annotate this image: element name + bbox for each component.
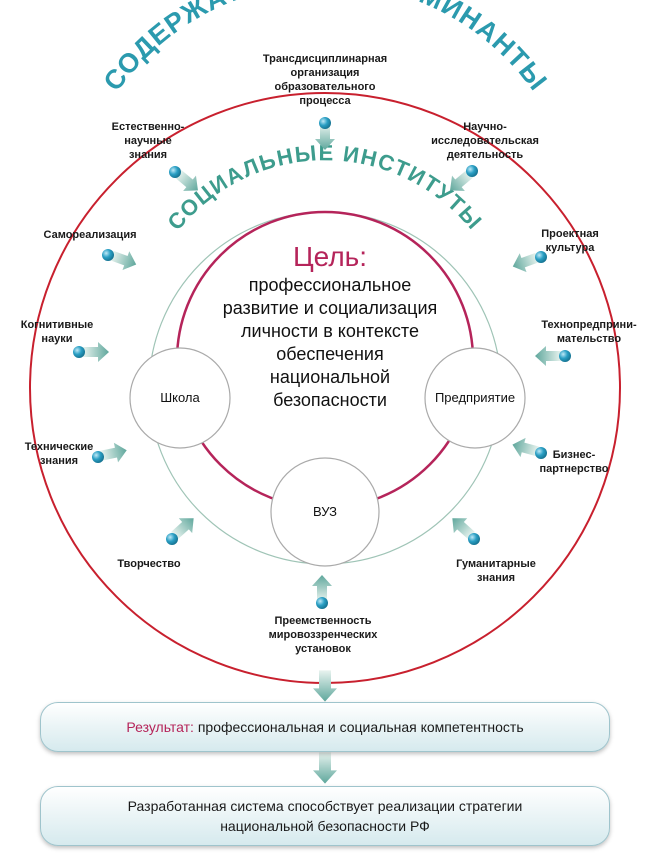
dot-icon — [468, 533, 480, 545]
label-continuity: Преемственность мировоззренческих устано… — [268, 615, 378, 655]
goal-line: обеспечения — [276, 344, 384, 364]
school-label: Школа — [160, 390, 200, 405]
dot-icon — [73, 346, 85, 358]
label-cognitive: Когнитивные науки — [20, 319, 94, 345]
arrow-natural — [169, 165, 205, 199]
label-business: Бизнес- партнерство — [539, 449, 609, 475]
arrow-research — [443, 165, 478, 199]
result-label: Результат: — [126, 719, 194, 735]
label-creativity: Творчество — [117, 558, 181, 570]
goal-line: личности в контексте — [241, 321, 419, 341]
arrow-business — [509, 434, 547, 462]
system-box: Разработанная система способствует реали… — [40, 786, 610, 846]
label-selfreal: Самореализация — [43, 229, 137, 241]
dot-icon — [535, 251, 547, 263]
arrow-project — [509, 248, 547, 276]
goal-line: безопасности — [273, 390, 387, 410]
system-line: Разработанная система способствует реали… — [127, 798, 523, 814]
dot-icon — [319, 117, 331, 129]
arrow-technical — [92, 440, 129, 466]
university-node[interactable] — [270, 457, 380, 567]
arrow-transdisciplinary — [315, 117, 335, 150]
label-transdisciplinary: Трансдисциплинарная организация образова… — [262, 53, 388, 107]
goal-text: Цель: профессиональное развитие и социал… — [200, 240, 460, 412]
dot-icon — [466, 165, 478, 177]
arrow-creativity — [166, 510, 201, 545]
dot-icon — [169, 166, 181, 178]
dot-icon — [535, 447, 547, 459]
arrow-selfreal — [102, 246, 140, 274]
arrow-continuity — [312, 575, 332, 609]
enterprise-label: Предприятие — [434, 390, 516, 405]
enterprise-node[interactable] — [424, 347, 526, 449]
university-label: ВУЗ — [312, 504, 338, 519]
label-techno: Технопредприни- мательство — [541, 319, 637, 345]
dot-icon — [166, 533, 178, 545]
label-technical: Технические знания — [24, 441, 94, 467]
result-text: профессиональная и социальная компетентн… — [193, 719, 524, 735]
school-node[interactable] — [129, 347, 231, 449]
label-project: Проектная культура — [541, 228, 599, 254]
dot-icon — [316, 597, 328, 609]
goal-line: развитие и социализация — [222, 298, 438, 318]
goal-line: национальной — [269, 367, 391, 387]
label-natural: Естественно- научные знания — [111, 121, 185, 161]
dot-icon — [92, 451, 104, 463]
dot-icon — [102, 249, 114, 261]
goal-title: Цель: — [292, 241, 368, 272]
arrow-to-system — [313, 752, 337, 784]
dot-icon — [559, 350, 571, 362]
arrow-cognitive — [73, 342, 109, 362]
label-humanitarian: Гуманитарные знания — [456, 558, 536, 584]
arrow-to-result — [313, 670, 337, 702]
system-line: национальной безопасности РФ — [220, 818, 430, 834]
arrow-techno — [535, 346, 571, 366]
goal-line: профессиональное — [248, 275, 412, 295]
arrow-humanitarian — [445, 510, 480, 545]
result-box: Результат: профессиональная и социальная… — [40, 702, 610, 752]
label-research: Научно- исследовательская деятельность — [431, 121, 539, 161]
